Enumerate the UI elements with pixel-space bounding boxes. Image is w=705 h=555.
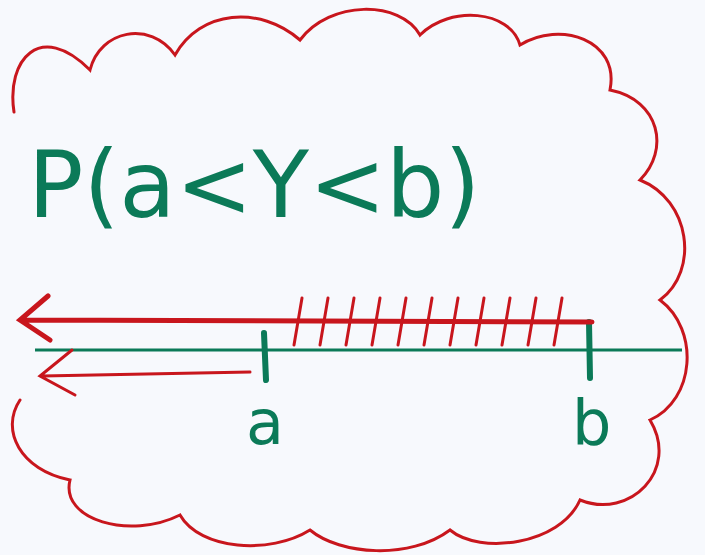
arrow-from-b <box>20 296 592 340</box>
cloud-outline <box>12 9 687 550</box>
tick-a <box>264 333 266 380</box>
endpoint-label: a <box>246 392 284 454</box>
endpoint-label: b <box>572 392 611 454</box>
tick-b <box>589 322 590 378</box>
probability-expression: P(a<Y<b) <box>28 140 480 232</box>
number-line <box>35 349 682 352</box>
arrow-from-a <box>40 350 250 395</box>
